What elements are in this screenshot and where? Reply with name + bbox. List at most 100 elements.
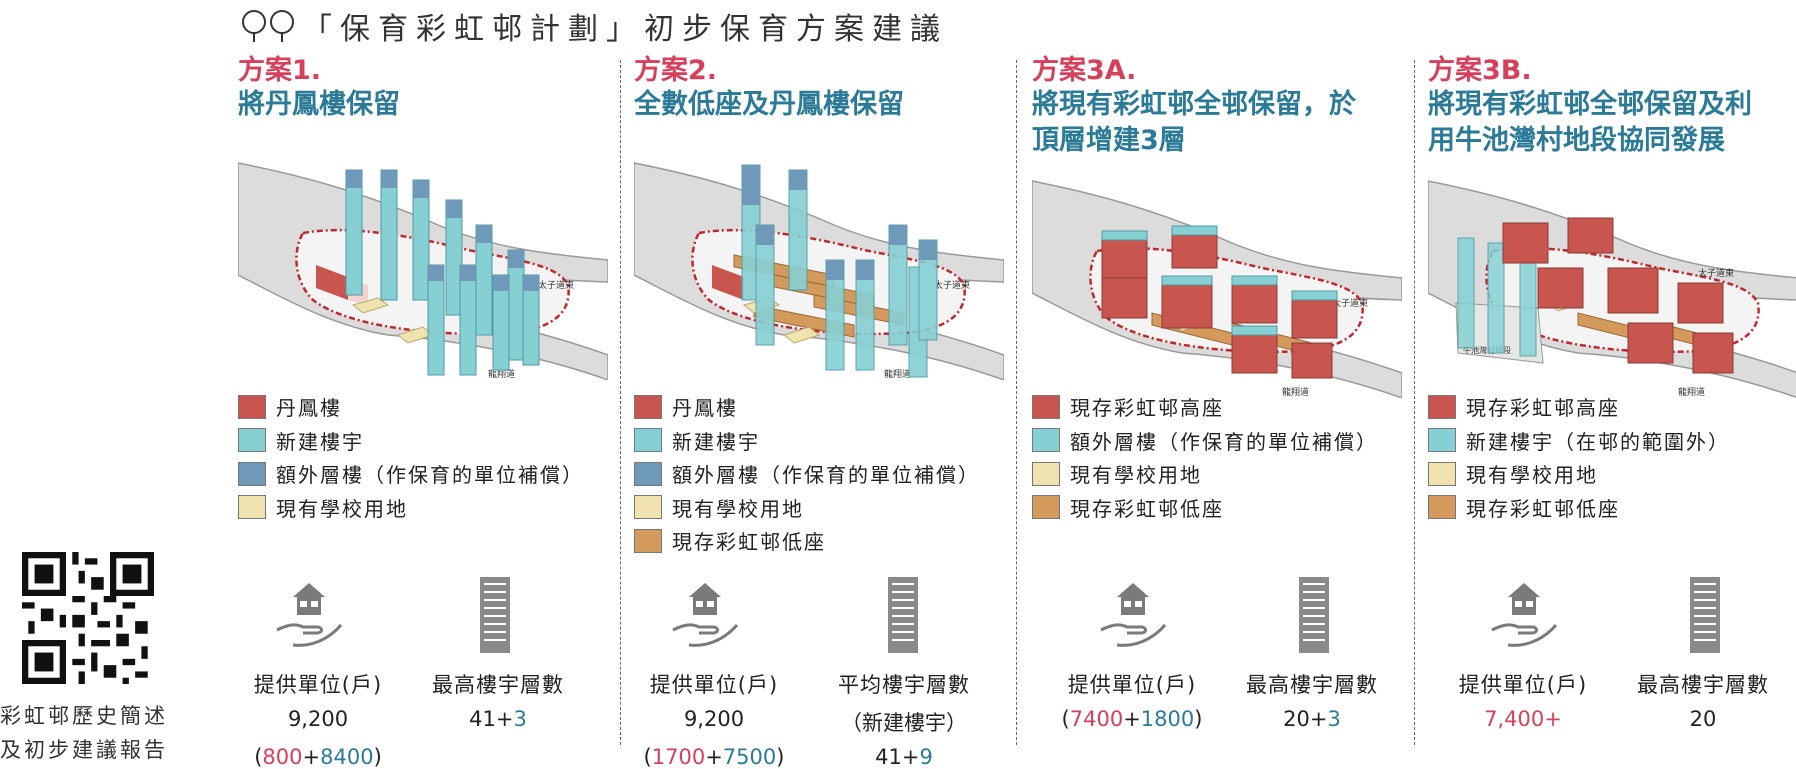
legend-swatch	[1032, 428, 1060, 453]
high-block	[1171, 232, 1218, 269]
plan-3a-massing-diagram: 太子道東 龍翔道	[1032, 179, 1402, 398]
avg-floors-label: 平均樓宇層數	[838, 673, 970, 697]
legend-item: 新建樓宇（在邨的範圍外）	[1428, 424, 1730, 458]
extra-floor	[1231, 275, 1278, 286]
legend-item: 丹鳳樓	[634, 390, 980, 424]
plan-2-massing-diagram: 太子道東 龍翔道	[634, 161, 1004, 380]
road-label-top: 太子道東	[538, 279, 574, 290]
legend-item: 丹鳳樓	[238, 390, 584, 424]
legend-label: 現存彩虹邨高座	[1070, 396, 1224, 421]
extra-floor	[493, 275, 509, 291]
extra-floor	[460, 265, 476, 281]
plan-title-line-1: 將現有彩虹邨全邨保留及利	[1428, 89, 1752, 120]
legend-item: 現存彩虹邨高座	[1428, 390, 1730, 424]
legend-label: 現有學校用地	[672, 496, 804, 521]
plan-1-legend: 丹鳳樓 新建樓宇 額外層樓（作保育的單位補償） 現有學校用地	[238, 390, 584, 524]
school-plot	[782, 326, 821, 344]
legend-item: 額外層樓（作保育的單位補償）	[1032, 424, 1378, 458]
danfeng-block	[316, 265, 348, 300]
units-value: 9,200	[683, 707, 745, 731]
extra-floor	[446, 200, 462, 218]
legend-label: 額外層樓（作保育的單位補償）	[672, 463, 980, 488]
new-tower	[380, 169, 398, 301]
units-label: 提供單位(戶)	[649, 673, 779, 697]
new-tower	[427, 264, 445, 376]
plan-1-column: 方案1. 將丹鳳樓保留 太子道東 龍翔道	[238, 55, 618, 769]
column-divider	[1016, 60, 1017, 745]
building-icon	[888, 577, 918, 653]
qr-caption-line-2: 及初步建議報告	[0, 738, 168, 762]
legend-label: 現有學校用地	[1466, 463, 1598, 488]
plan-title: 全數低座及丹鳳樓保留	[634, 89, 904, 120]
legend-swatch	[238, 495, 266, 520]
high-block	[1101, 237, 1148, 279]
plan-number: 方案2.	[634, 55, 718, 86]
new-tower	[1457, 237, 1475, 349]
max-floors-value: 20+3	[1283, 707, 1341, 731]
legend-label: 現有學校用地	[1070, 463, 1202, 488]
extra-floor	[381, 170, 397, 188]
plan-3b-column: 方案3B. 將現有彩虹邨全邨保留及利 用牛池灣村地段協同發展 太子道東 龍翔道 …	[1428, 55, 1796, 755]
legend-swatch	[1428, 495, 1456, 520]
legend-label: 新建樓宇	[672, 429, 760, 454]
high-block	[1231, 282, 1278, 324]
extra-floor	[856, 260, 874, 280]
legend-swatch	[1428, 461, 1456, 486]
legend-item: 額外層樓（作保育的單位補償）	[238, 457, 584, 491]
legend-item: 現存彩虹邨低座	[1032, 491, 1378, 525]
road-label-bottom: 龍翔道	[884, 368, 911, 379]
road-label-bottom: 龍翔道	[488, 368, 515, 379]
legend-item: 現存彩虹邨低座	[1428, 491, 1730, 525]
high-block	[1231, 332, 1278, 374]
qr-code[interactable]	[22, 552, 154, 684]
extra-floor	[1231, 325, 1278, 336]
plan-1-massing-diagram: 太子道東 龍翔道	[238, 161, 608, 380]
extra-floor	[919, 240, 937, 260]
max-floors-label: 最高樓宇層數	[1246, 673, 1378, 697]
plan-number: 方案3B.	[1428, 55, 1532, 86]
units-breakdown: (7400+1800)	[1061, 707, 1203, 731]
legend-swatch	[1428, 394, 1456, 419]
legend-label: 丹鳳樓	[276, 396, 342, 421]
extra-floor	[826, 260, 844, 280]
legend-swatch	[634, 528, 662, 553]
building-icon	[1299, 577, 1329, 653]
legend-swatch	[634, 428, 662, 453]
extra-floor	[789, 170, 807, 190]
legend-label: 額外層樓（作保育的單位補償）	[276, 463, 584, 488]
legend-swatch	[1428, 428, 1456, 453]
legend-label: 現有學校用地	[276, 496, 408, 521]
units-label: 提供單位(戶)	[1458, 673, 1588, 697]
legend-item: 新建樓宇	[238, 424, 584, 458]
building-icon	[480, 577, 510, 653]
max-floors-label: 最高樓宇層數	[432, 673, 564, 697]
plan-2-legend: 丹鳳樓 新建樓宇 額外層樓（作保育的單位補償） 現有學校用地 現存彩虹邨低座	[634, 390, 980, 558]
plan-3a-column: 方案3A. 將現有彩虹邨全邨保留，於 頂層增建3層 太子道東 龍翔道	[1032, 55, 1412, 755]
legend-item: 額外層樓（作保育的單位補償）	[634, 457, 980, 491]
speech-bubbles-icon	[242, 10, 294, 42]
legend-item: 現有學校用地	[634, 491, 980, 525]
extra-floor	[1161, 275, 1213, 286]
village-label: 牛池灣村地段	[1463, 345, 1511, 355]
legend-swatch	[634, 495, 662, 520]
plan-title-line-1: 將現有彩虹邨全邨保留，於	[1032, 89, 1356, 120]
legend-swatch	[634, 394, 662, 419]
plan-title-line-2: 頂層增建3層	[1032, 125, 1186, 156]
plan-3b-massing-diagram: 太子道東 龍翔道 牛池灣村地段	[1428, 179, 1796, 398]
extra-floor	[1171, 225, 1218, 236]
new-tower	[1487, 242, 1505, 354]
high-block	[1101, 277, 1148, 319]
legend-item: 現存彩虹邨低座	[634, 524, 980, 558]
extra-floor	[346, 170, 362, 188]
legend-swatch	[1032, 461, 1060, 486]
high-block	[1291, 297, 1338, 339]
extra-floor	[756, 225, 774, 245]
extra-floor	[523, 275, 539, 291]
extra-floor	[889, 225, 907, 245]
column-divider	[1414, 60, 1415, 745]
units-breakdown: (800+8400)	[254, 745, 382, 769]
legend-swatch	[1032, 394, 1060, 419]
road-label-bottom: 龍翔道	[1678, 386, 1705, 397]
high-block	[1537, 267, 1584, 309]
extra-floor	[1291, 290, 1338, 301]
